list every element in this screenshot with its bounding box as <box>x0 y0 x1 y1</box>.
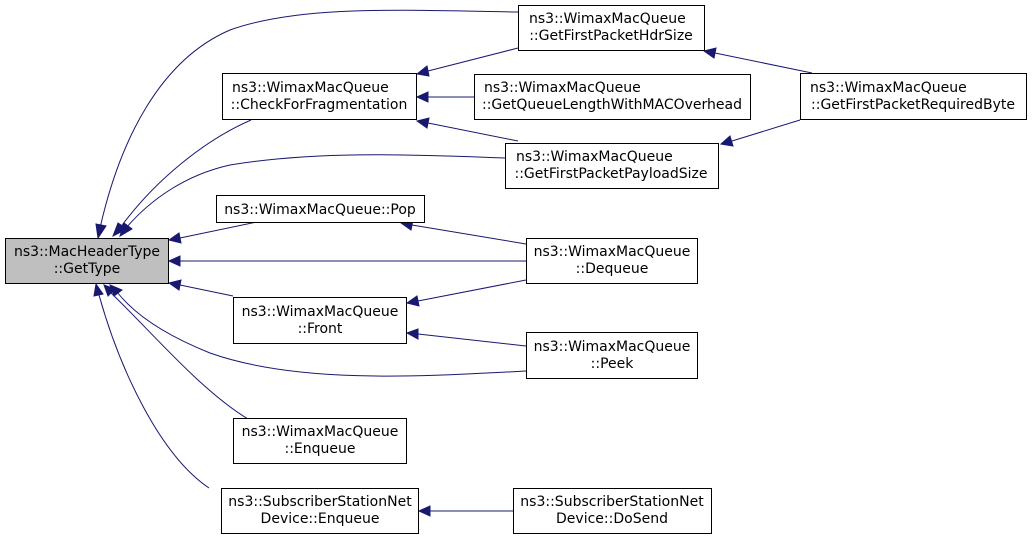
node-subscriber-station-enqueue[interactable]: ns3::SubscriberStationNet Device::Enqueu… <box>221 488 419 534</box>
arrowhead <box>405 295 420 307</box>
edge-pop-to-root <box>179 221 258 239</box>
node-box <box>233 297 407 344</box>
edge-dequeue-to-front <box>417 279 527 302</box>
node-box <box>513 488 712 534</box>
arrowhead <box>405 328 419 340</box>
edge-ss-enqueue-to-root <box>98 294 210 489</box>
edge-peek-to-root <box>116 291 527 377</box>
node-label-line2: ::Peek <box>591 356 635 372</box>
node-box <box>233 418 407 464</box>
node-box <box>474 74 751 120</box>
node-label-line2: ::CheckForFragmentation <box>231 97 408 113</box>
node-check-for-fragmentation[interactable]: ns3::WimaxMacQueue ::CheckForFragmentati… <box>222 73 417 120</box>
node-label-line1: ns3::WimaxMacQueue <box>242 424 399 440</box>
arrowhead <box>417 505 431 517</box>
edge-mq-enqueue-to-root <box>109 291 249 420</box>
node-box <box>526 332 698 379</box>
arrowhead <box>719 135 734 147</box>
node-label-line2: ::Enqueue <box>284 441 355 457</box>
edge-front-to-root <box>179 284 234 297</box>
edge-dequeue-to-pop <box>411 224 527 245</box>
arrowhead <box>415 65 430 77</box>
node-get-first-packet-payload-size[interactable]: ns3::WimaxMacQueue ::GetFirstPacketPaylo… <box>505 143 719 189</box>
node-label-line1: ns3::SubscriberStationNet <box>228 494 412 510</box>
edge-required-byte-to-payload-size <box>731 119 801 142</box>
edge-payload-size-to-root <box>125 154 506 229</box>
node-pop[interactable]: ns3::WimaxMacQueue::Pop <box>216 195 425 223</box>
node-get-first-packet-required-byte[interactable]: ns3::WimaxMacQueue ::GetFirstPacketRequi… <box>800 73 1027 120</box>
node-box <box>5 238 169 284</box>
node-label-line1: ns3::WimaxMacQueue::Pop <box>224 202 416 218</box>
node-box <box>800 73 1027 120</box>
node-box <box>216 195 425 223</box>
node-get-queue-length-with-mac-overhead[interactable]: ns3::WimaxMacQueue ::GetQueueLengthWithM… <box>474 74 751 120</box>
arrowhead <box>95 223 107 240</box>
node-label-line2: ::GetFirstPacketHdrSize <box>529 28 693 44</box>
node-label-line2: ::GetFirstPacketPayloadSize <box>515 166 708 182</box>
node-label-line1: ns3::WimaxMacQueue <box>484 80 641 96</box>
node-label-line1: ns3::WimaxMacQueue <box>534 339 691 355</box>
node-box <box>518 5 705 51</box>
node-subscriber-station-do-send[interactable]: ns3::SubscriberStationNet Device::DoSend <box>513 488 712 534</box>
node-dequeue[interactable]: ns3::WimaxMacQueue ::Dequeue <box>526 238 698 284</box>
node-label-line2: ::GetQueueLengthWithMACOverhead <box>482 97 742 113</box>
node-label-line1: ns3::WimaxMacQueue <box>810 80 967 96</box>
node-box <box>222 73 417 120</box>
edge-peek-to-front <box>417 333 527 347</box>
edge-required-byte-to-hdr-size <box>714 52 813 74</box>
arrowhead <box>702 47 717 59</box>
edges-layer <box>93 9 813 517</box>
node-label-line1: ns3::WimaxMacQueue <box>242 304 399 320</box>
node-box <box>505 143 719 189</box>
node-label-line2: ::GetType <box>54 261 121 277</box>
node-label-line1: ns3::WimaxMacQueue <box>232 80 389 96</box>
arrowhead <box>415 91 429 103</box>
edge-hdr-size-to-check-frag <box>427 47 519 72</box>
nodes-layer: ns3::MacHeaderType ::GetType ns3::WimaxM… <box>5 5 1027 534</box>
node-box <box>221 488 419 534</box>
node-label-line1: ns3::WimaxMacQueue <box>516 149 673 165</box>
node-label-line1: ns3::MacHeaderType <box>14 244 160 260</box>
arrowhead <box>167 279 182 291</box>
node-mac-header-type-get-type[interactable]: ns3::MacHeaderType ::GetType <box>5 238 169 284</box>
arrowhead <box>415 117 430 129</box>
node-label-line2: ::Front <box>298 321 343 337</box>
edge-payload-size-to-check-frag <box>427 122 519 142</box>
node-wimax-mac-queue-enqueue[interactable]: ns3::WimaxMacQueue ::Enqueue <box>233 418 407 464</box>
node-label-line1: ns3::WimaxMacQueue <box>529 11 686 27</box>
edge-check-frag-to-root <box>119 119 252 229</box>
node-peek[interactable]: ns3::WimaxMacQueue ::Peek <box>526 332 698 379</box>
node-box <box>526 238 698 284</box>
node-label-line2: Device::DoSend <box>556 511 668 527</box>
node-label-line2: ::Dequeue <box>576 261 649 277</box>
arrowhead <box>93 282 104 297</box>
node-front[interactable]: ns3::WimaxMacQueue ::Front <box>233 297 407 344</box>
arrowhead <box>167 255 181 267</box>
arrowhead <box>103 284 116 297</box>
arrowhead <box>167 232 182 244</box>
node-label-line1: ns3::WimaxMacQueue <box>534 244 691 260</box>
arrowhead <box>112 222 128 238</box>
arrowhead <box>119 222 133 238</box>
node-get-first-packet-hdr-size[interactable]: ns3::WimaxMacQueue ::GetFirstPacketHdrSi… <box>518 5 705 51</box>
node-label-line2: ::GetFirstPacketRequiredByte <box>811 97 1015 113</box>
node-label-line2: Device::Enqueue <box>261 511 380 527</box>
edge-hdr-size-to-root <box>99 9 519 229</box>
node-label-line1: ns3::SubscriberStationNet <box>520 494 704 510</box>
